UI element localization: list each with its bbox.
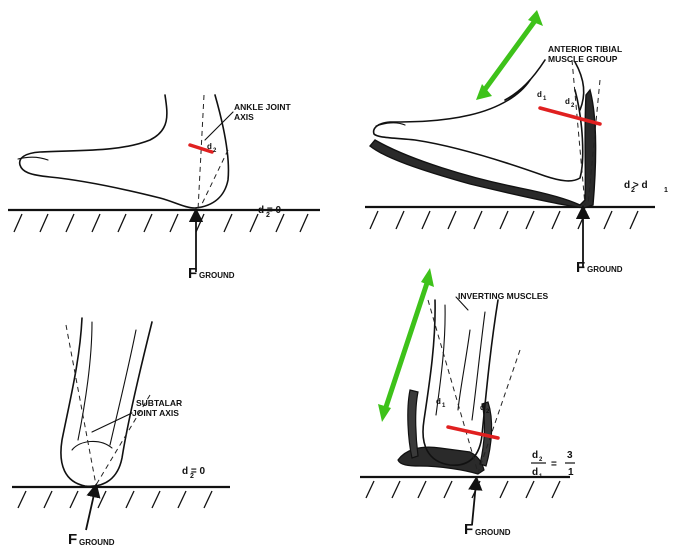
ground-hatching <box>366 481 560 498</box>
ground-force-arrow <box>86 490 95 530</box>
ground-hatching <box>18 491 212 508</box>
d-label: d <box>207 142 212 151</box>
force-label: F <box>188 265 197 282</box>
ratio-equation: d 2 d 1 = 3 1 <box>531 450 575 480</box>
equation-sub: 2 <box>266 212 270 219</box>
force-sub: GROUND <box>79 538 115 547</box>
d2-label: d <box>565 97 570 106</box>
d-sub: 2 <box>213 148 217 154</box>
ankle-axis-label-2: AXIS <box>234 112 254 122</box>
leg-back <box>575 62 584 110</box>
equation: d > d <box>624 180 648 191</box>
d2-label: d <box>480 403 485 412</box>
equation-sub-a: 2 <box>631 187 635 194</box>
ground-hatching <box>370 211 638 229</box>
ankle-axis-dashed <box>198 95 204 210</box>
foot-outline <box>20 95 229 208</box>
toe-line <box>18 157 48 160</box>
motion-arrow-green <box>385 280 428 410</box>
muscle-label-1: ANTERIOR TIBIAL <box>548 44 622 54</box>
force-sub: GROUND <box>199 271 235 280</box>
force-label: F <box>576 259 585 276</box>
subtalar-label-1: SUBTALAR <box>136 398 182 408</box>
heel-crease <box>72 441 112 450</box>
equation-sub-b: 1 <box>664 187 668 194</box>
shoe-sole <box>370 90 596 208</box>
axis-label-leader <box>205 112 233 140</box>
green-arrowhead-top <box>421 268 434 287</box>
ratio-val-den: 1 <box>568 467 574 478</box>
d1-label: d <box>436 397 441 406</box>
shoe-wall-left <box>408 390 418 458</box>
panel-top-left: ANKLE JOINT AXIS d 2 d = 0 2 F GROUND <box>8 95 320 282</box>
ratio-val-num: 3 <box>567 450 573 461</box>
panel-top-right: ANTERIOR TIBIAL MUSCLE GROUP d 1 d 2 d >… <box>365 10 668 276</box>
force-sub: GROUND <box>587 265 623 274</box>
ground-force-arrow <box>472 483 476 525</box>
d1-label: d <box>537 90 542 99</box>
subtalar-label-2: JOINT AXIS <box>132 408 179 418</box>
panel-bottom-right: INVERTING MUSCLES d 1 d 2 d 2 d 1 = 3 1 … <box>360 268 575 538</box>
axis-dashed-2 <box>200 150 228 208</box>
ratio-eq: = <box>551 459 557 470</box>
equation-sub: 2 <box>190 473 194 480</box>
panel-bottom-left: SUBTALAR JOINT AXIS d = 0 2 F GROUND <box>12 318 230 548</box>
d1-sub: 1 <box>543 96 547 102</box>
force-label: F <box>68 531 77 548</box>
tendon-line-2 <box>110 330 136 445</box>
d1-sub: 1 <box>442 403 446 409</box>
ankle-axis-label-1: ANKLE JOINT <box>234 102 291 112</box>
d2-sub: 2 <box>571 103 575 109</box>
ratio-num-sub: 2 <box>539 457 543 463</box>
green-arrowhead-bottom <box>378 404 391 422</box>
ratio-num: d <box>532 450 538 461</box>
force-sub: GROUND <box>475 528 511 537</box>
ratio-den: d <box>532 467 538 478</box>
tendon-line-3 <box>458 330 470 410</box>
muscle-label-2: MUSCLE GROUP <box>548 54 618 64</box>
force-label: F <box>464 521 473 538</box>
ground-hatching <box>14 214 308 232</box>
inverting-muscles-label: INVERTING MUSCLES <box>458 291 549 301</box>
subtalar-leader <box>92 413 132 432</box>
